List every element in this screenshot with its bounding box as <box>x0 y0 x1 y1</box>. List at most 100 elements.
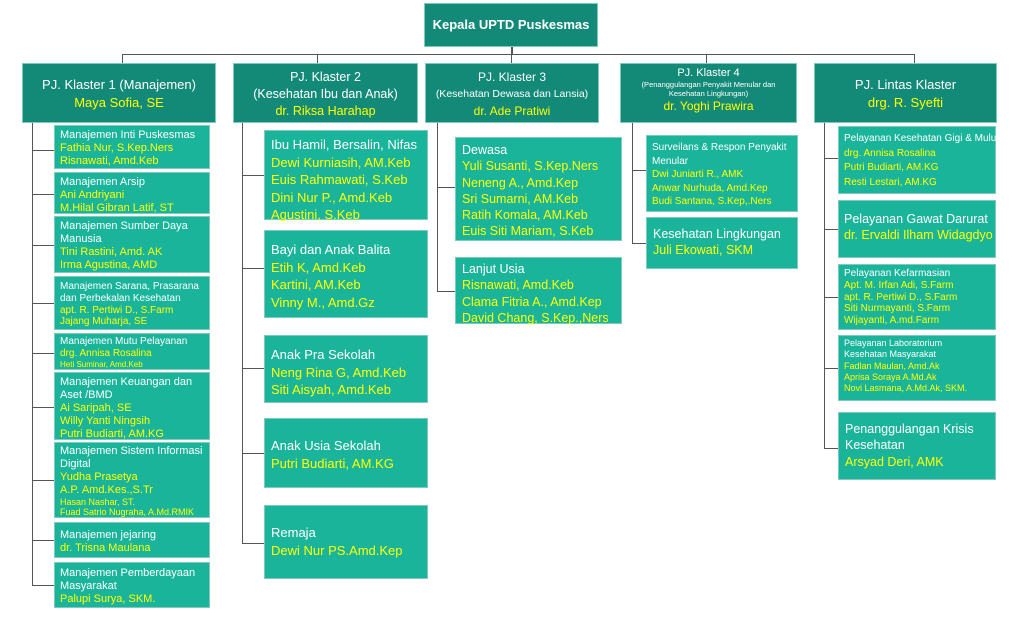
staff-name: Agustini, S.Keb <box>271 207 360 223</box>
connector <box>32 303 54 304</box>
cluster-1-lead: Maya Sofia, SE <box>74 95 164 110</box>
staff-name: dr. Ervaldi Ilham Widagdyo <box>844 228 993 243</box>
k1-unit-sid: Manajemen Sistem Informasi Digital Yudha… <box>54 442 210 518</box>
k2-unit-pra-sekolah: Anak Pra Sekolah Neng Rina G, Amd.Keb Si… <box>264 335 428 403</box>
connector <box>32 540 54 541</box>
cluster-2-subtitle: (Kesehatan Ibu dan Anak) <box>253 87 398 101</box>
unit-title: dan Perbekalan Kesehatan <box>60 292 181 304</box>
cluster-5-header: PJ. Lintas Klaster drg. R. Syefti <box>814 63 997 123</box>
k1-unit-inti: Manajemen Inti Puskesmas Fathia Nur, S.K… <box>54 125 210 169</box>
head-title: Kepala UPTD Puskesmas <box>432 17 590 32</box>
connector <box>32 407 54 408</box>
k1-unit-keuangan: Manajemen Keuangan dan Aset /BMD Ai Sari… <box>54 372 210 440</box>
staff-name: Vinny M., Amd.Gz <box>271 294 375 310</box>
k1-unit-jejaring: Manajemen jejaring dr. Trisna Maulana <box>54 522 210 558</box>
unit-title: Ibu Hamil, Bersalin, Nifas <box>271 137 417 152</box>
cluster-1-header: PJ. Klaster 1 (Manajemen) Maya Sofia, SE <box>22 63 216 123</box>
staff-name: A.P. Amd.Kes.,S.Tr <box>60 483 153 496</box>
k3-unit-dewasa: Dewasa Yuli Susanti, S.Kep.Ners Neneng A… <box>455 137 622 241</box>
unit-title: Pelayanan Gawat Darurat <box>844 212 988 226</box>
staff-name: Euis Rahmawati, S.Keb <box>271 172 408 188</box>
connector <box>122 54 123 63</box>
cluster-1-title: PJ. Klaster 1 (Manajemen) <box>42 77 196 92</box>
connector <box>632 170 646 171</box>
unit-title: Manajemen Sistem Informasi <box>60 445 203 457</box>
staff-name: dr. Trisna Maulana <box>60 541 151 554</box>
staff-name: Anwar Nurhuda, Amd.Kep <box>652 182 768 194</box>
cluster-3-subtitle: (Kesehatan Dewasa dan Lansia) <box>435 88 589 100</box>
k2-unit-usia-sekolah: Anak Usia Sekolah Putri Budiarti, AM.KG <box>264 418 428 488</box>
unit-title: Kesehatan Lingkungan <box>653 227 781 241</box>
staff-name: apt. R. Pertiwi D., S.Farm <box>844 291 958 303</box>
staff-name: Yudha Prasetya <box>60 470 138 483</box>
cluster-4-lead: dr. Yoghi Prawira <box>663 99 754 113</box>
connector <box>511 54 512 63</box>
staff-name: Kartini, AM.Keb <box>271 277 361 293</box>
connector <box>242 175 264 176</box>
unit-title: Manajemen Sarana, Prasarana <box>60 281 199 292</box>
unit-title: Lanjut Usia <box>462 262 525 276</box>
staff-name: Risnawati, Amd.Keb <box>60 154 159 167</box>
k1-unit-sarana: Manajemen Sarana, Prasarana dan Perbekal… <box>54 276 210 330</box>
unit-title: Dewasa <box>462 143 508 157</box>
staff-name: Fadlan Maulan, Amd.Ak <box>844 360 940 371</box>
cluster-4-header: PJ. Klaster 4 (Penanggulangan Penyakit M… <box>620 63 797 123</box>
cluster-3-header: PJ. Klaster 3 (Kesehatan Dewasa dan Lans… <box>425 63 599 123</box>
unit-title: Pelayanan Kefarmasian <box>844 268 951 279</box>
connector <box>914 54 915 63</box>
k5-unit-kefarmasian: Pelayanan Kefarmasian Apt. M. Irfan Adi,… <box>838 264 996 330</box>
staff-name: Tini Rastini, Amd. AK <box>60 245 163 258</box>
staff-name: Hasan Nashar, ST. <box>60 496 136 507</box>
connector <box>242 543 264 544</box>
staff-name: Yuli Susanti, S.Kep.Ners <box>462 159 599 174</box>
cluster-4-title: PJ. Klaster 4 <box>677 67 740 79</box>
connector <box>32 245 54 246</box>
k4-unit-kesling: Kesehatan Lingkungan Juli Ekowati, SKM <box>646 217 798 269</box>
connector <box>437 187 455 188</box>
staff-name: Dewi Nur PS.Amd.Kep <box>271 542 403 558</box>
unit-title: Manajemen Keuangan dan <box>60 376 193 388</box>
unit-title: Kesehatan Masyarakat <box>844 349 937 360</box>
connector <box>122 54 915 55</box>
unit-title: Digital <box>60 457 91 470</box>
staff-name: M.Hilal Gibran Latif, ST <box>60 201 174 214</box>
staff-name: Irma Agustina, AMD <box>60 258 158 271</box>
staff-name: Dewi Kurniasih, AM.Keb <box>271 154 411 170</box>
staff-name: Resti Lestari, AM.KG <box>844 176 937 188</box>
connector <box>437 123 438 291</box>
k1-unit-pemberdayaan: Manajemen Pemberdayaan Masyarakat Palupi… <box>54 562 210 608</box>
unit-title: Manajemen jejaring <box>60 529 156 541</box>
unit-title: Manajemen Mutu Pelayanan <box>60 336 188 347</box>
k5-unit-krisis: Penanggulangan Krisis Kesehatan Arsyad D… <box>838 412 996 480</box>
unit-title: Pelayanan Laboratorium <box>844 338 943 348</box>
connector <box>824 158 838 159</box>
k1-unit-mutu: Manajemen Mutu Pelayanan drg. Annisa Ros… <box>54 333 210 370</box>
staff-name: Sri Sumarni, AM.Keb <box>462 191 579 206</box>
unit-title: Manusia <box>60 232 102 245</box>
staff-name: Dwi Juniarti R., AMK <box>652 169 744 180</box>
cluster-2-title: PJ. Klaster 2 <box>290 70 361 84</box>
unit-title: Kesehatan <box>845 438 905 453</box>
k1-unit-arsip: Manajemen Arsip Ani Andriyani M.Hilal Gi… <box>54 172 210 214</box>
connector <box>317 54 318 63</box>
cluster-3-lead: dr. Ade Pratiwi <box>473 104 551 118</box>
staff-name: Juli Ekowati, SKM <box>653 243 754 258</box>
connector <box>242 123 243 543</box>
unit-title: Anak Usia Sekolah <box>271 438 381 453</box>
k5-unit-laboratorium: Pelayanan Laboratorium Kesehatan Masyara… <box>838 335 996 401</box>
cluster-5-lead: drg. R. Syefti <box>867 95 944 110</box>
head-of-puskesmas-box: Kepala UPTD Puskesmas <box>424 3 598 47</box>
staff-name: Clama Fitria A., Amd.Kep <box>462 294 602 309</box>
connector <box>706 54 707 63</box>
connector <box>242 368 264 369</box>
staff-name: Arsyad Deri, AMK <box>845 454 944 469</box>
unit-title: Aset /BMD <box>60 388 113 401</box>
staff-name: Neng Rina G, Amd.Keb <box>271 364 407 380</box>
connector <box>632 123 633 243</box>
k1-unit-sdm: Manajemen Sumber Daya Manusia Tini Rasti… <box>54 216 210 273</box>
connector <box>32 150 54 151</box>
cluster-4-subtitle-2: Kesehatan Lingkungan) <box>668 89 749 98</box>
unit-title: Anak Pra Sekolah <box>271 347 376 362</box>
staff-name: Willy Yanti Ningsih <box>60 414 151 427</box>
staff-name: Putri Budiarti, AM.KG <box>60 427 164 440</box>
